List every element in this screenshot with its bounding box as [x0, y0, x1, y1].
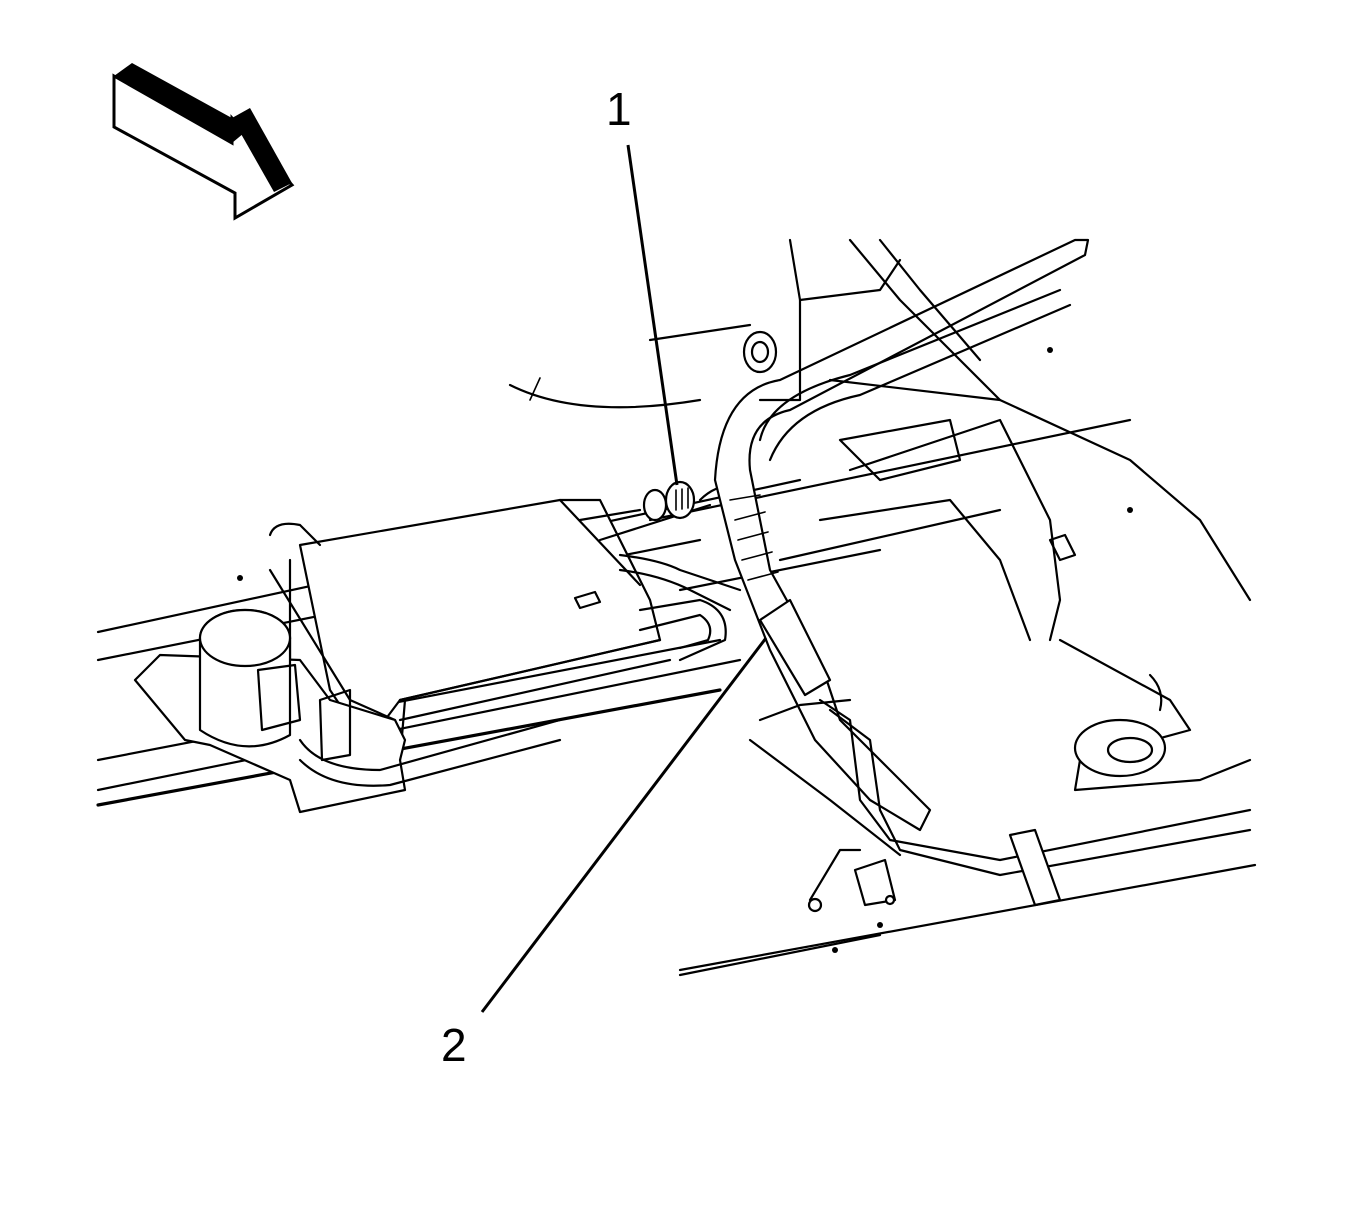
callout-2-leader: [480, 637, 768, 1013]
direction-arrow-icon: [112, 63, 295, 221]
harness-bundle: [713, 238, 1252, 877]
callout-2-label: 2: [441, 1019, 467, 1071]
crossmember: [508, 238, 1002, 409]
canister-vent-solenoid: [133, 608, 562, 814]
callout-1-leader: [626, 144, 679, 486]
lower-fittings: [807, 848, 897, 913]
connector-fitting: [642, 480, 737, 522]
fuel-tank-shield: [678, 347, 1257, 977]
vapor-lines: [578, 503, 742, 662]
callout-1-label: 1: [606, 83, 632, 135]
